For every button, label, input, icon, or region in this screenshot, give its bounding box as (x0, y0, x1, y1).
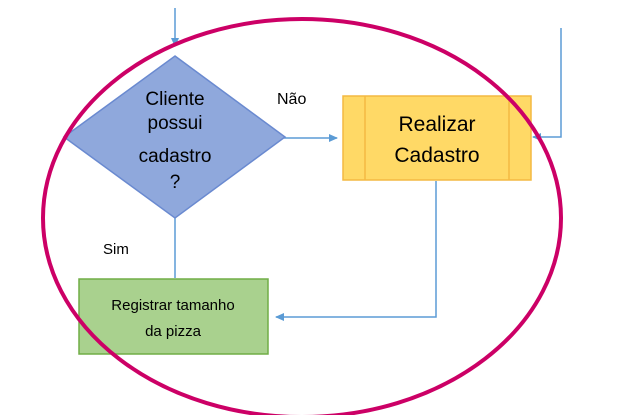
connector-register-to-size (275, 181, 437, 321)
highlight-ellipse (41, 17, 563, 415)
process-register-line-1: Realizar (398, 113, 475, 136)
decision-node: Cliente possui cadastro ? (62, 55, 287, 219)
connector-right-return (532, 28, 562, 141)
process-register-line-2: Cadastro (394, 144, 479, 167)
process-register-box (342, 95, 532, 181)
decision-diamond-shape (62, 55, 287, 219)
process-size-box (78, 278, 269, 355)
process-register-node: Realizar Cadastro (342, 95, 532, 181)
yes-branch-label: Sim (103, 241, 129, 258)
decision-line-1: Cliente (145, 89, 204, 110)
decision-line-2: possui (148, 113, 203, 134)
decision-line-4: ? (170, 172, 181, 193)
process-size-line-1: Registrar tamanho (111, 297, 234, 314)
no-branch-label: Não (277, 91, 306, 108)
connectors (171, 8, 562, 321)
process-size-line-2: da pizza (145, 323, 202, 340)
process-size-node: Registrar tamanho da pizza (78, 278, 269, 355)
decision-line-3: cadastro (139, 146, 212, 167)
